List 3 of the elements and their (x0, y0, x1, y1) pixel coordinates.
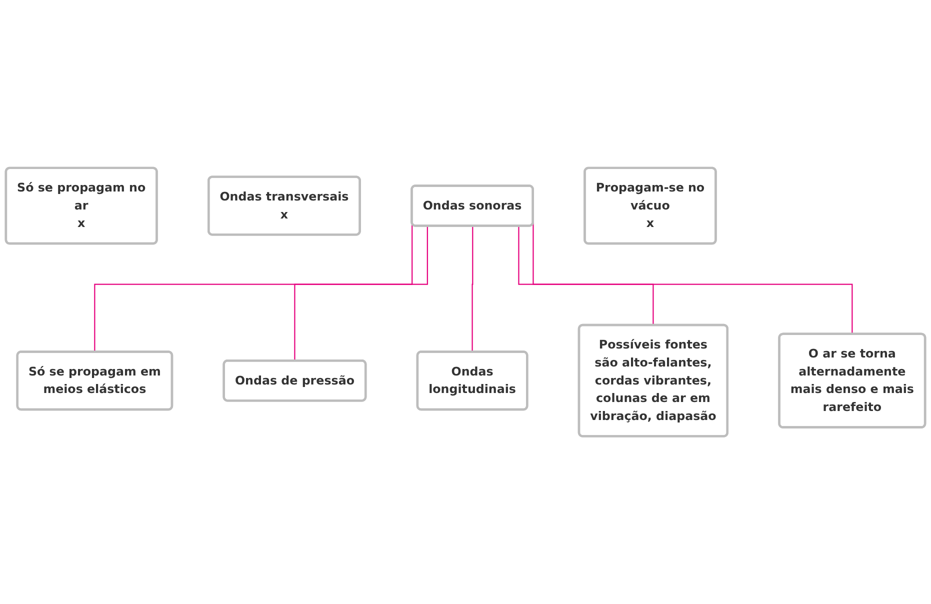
connector (472, 226, 474, 353)
connector (518, 226, 654, 326)
connector (294, 226, 428, 362)
